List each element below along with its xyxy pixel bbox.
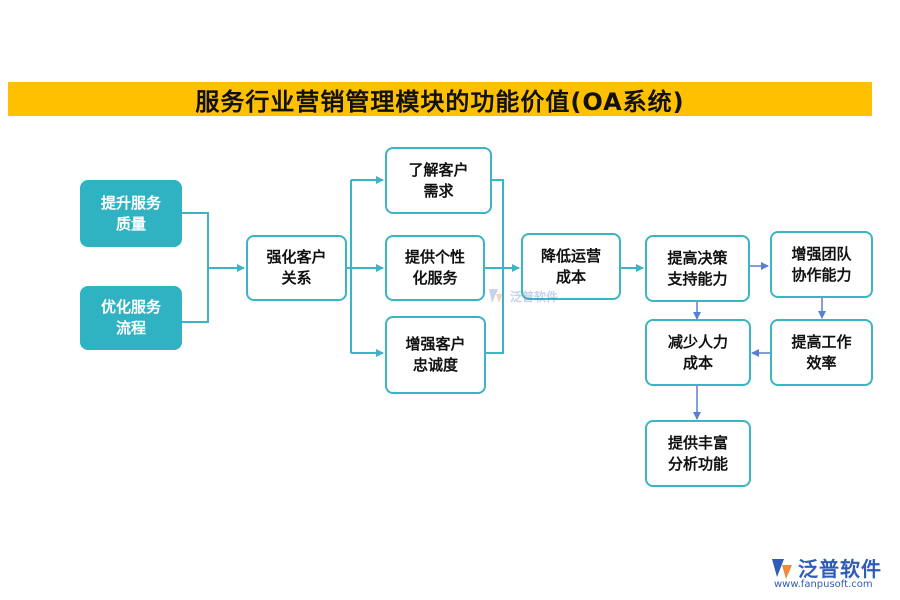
brand-logo-url: www.fanpusoft.com bbox=[774, 579, 873, 590]
node-work-efficiency: 提高工作 效率 bbox=[770, 319, 873, 386]
node-optimize-process: 优化服务 流程 bbox=[80, 286, 182, 350]
node-team-collaboration-label: 增强团队 协作能力 bbox=[791, 244, 852, 284]
node-understand-needs: 了解客户 需求 bbox=[385, 147, 492, 214]
node-loyalty-label: 增强客户 忠诚度 bbox=[405, 335, 466, 374]
node-reduce-labor: 减少人力 成本 bbox=[645, 319, 751, 386]
node-strengthen-relations: 强化客户 关系 bbox=[246, 235, 347, 301]
connector-merge-right bbox=[486, 179, 504, 354]
connector-left-bracket bbox=[182, 212, 209, 323]
node-decision-support: 提高决策 支持能力 bbox=[645, 235, 750, 302]
node-work-efficiency-label: 提高工作 效率 bbox=[791, 332, 852, 372]
node-strengthen-relations-label: 强化客户 关系 bbox=[266, 248, 327, 287]
node-reduce-labor-label: 减少人力 成本 bbox=[667, 332, 728, 372]
node-personalized-service-label: 提供个性 化服务 bbox=[404, 248, 465, 287]
page-title: 服务行业营销管理模块的功能价值(OA系统) bbox=[195, 87, 685, 116]
node-improve-quality-label: 提升服务 质量 bbox=[100, 193, 161, 233]
title-bar: 服务行业营销管理模块的功能价值(OA系统) bbox=[8, 82, 872, 116]
brand-logo-name: 泛普软件 bbox=[798, 557, 882, 581]
node-loyalty: 增强客户 忠诚度 bbox=[385, 316, 486, 394]
node-reduce-cost-label: 降低运营 成本 bbox=[540, 246, 601, 286]
node-improve-quality: 提升服务 质量 bbox=[80, 180, 182, 247]
node-reduce-cost: 降低运营 成本 bbox=[521, 233, 621, 300]
brand-logo-icon bbox=[772, 559, 792, 579]
node-analysis-label: 提供丰富 分析功能 bbox=[667, 433, 728, 473]
node-optimize-process-label: 优化服务 流程 bbox=[100, 298, 161, 337]
node-understand-needs-label: 了解客户 需求 bbox=[408, 160, 469, 200]
node-decision-support-label: 提高决策 支持能力 bbox=[667, 248, 728, 288]
node-personalized-service: 提供个性 化服务 bbox=[385, 235, 485, 301]
brand-logo: 泛普软件 www.fanpusoft.com bbox=[770, 553, 894, 595]
node-analysis: 提供丰富 分析功能 bbox=[645, 420, 751, 487]
node-team-collaboration: 增强团队 协作能力 bbox=[770, 231, 873, 298]
